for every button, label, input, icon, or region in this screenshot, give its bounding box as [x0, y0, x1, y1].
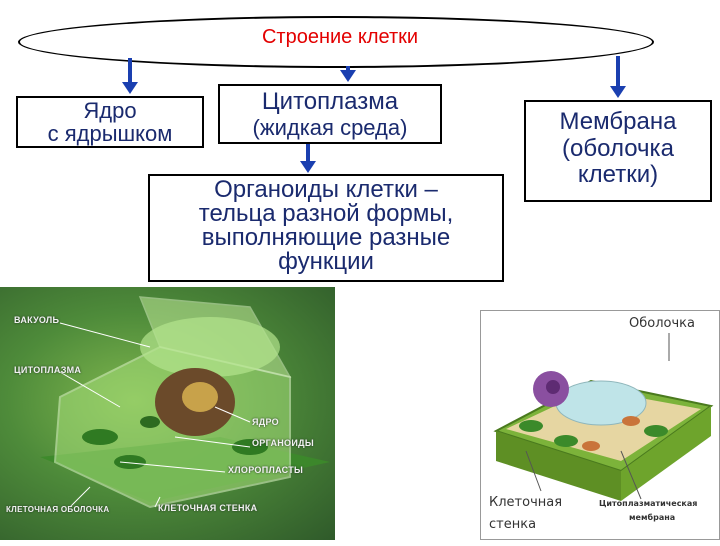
- plant-cell-diagram-image: Оболочка Клеточная стенка Цитоплазматиче…: [480, 310, 720, 540]
- arrow-to-nucleus: [122, 58, 138, 94]
- arrow-to-cytoplasm: [340, 66, 356, 82]
- label-right-cell-wall-2: стенка: [489, 517, 537, 532]
- label-right-cell-wall-1: Клеточная: [489, 495, 563, 510]
- arrow-to-organoids: [300, 143, 316, 173]
- plant-cell-cutaway-illustration: [493, 333, 714, 501]
- nucleus-label-line1: Ядро: [83, 98, 137, 123]
- label-nucleus: ЯДРО: [252, 417, 279, 427]
- arrow-to-membrane: [610, 56, 626, 98]
- label-vacuole: ВАКУОЛЬ: [14, 315, 60, 325]
- organoids-label-line2: тельца разной формы,: [198, 200, 454, 227]
- diagram-title: Строение клетки: [261, 26, 419, 48]
- organoids-label-line4: функции: [278, 248, 374, 275]
- label-cell-membrane: КЛЕТОЧНАЯ ОБОЛОЧКА: [6, 505, 110, 514]
- plant-cell-illustration: [40, 296, 330, 509]
- membrane-box: Мембрана (оболочка клетки): [524, 100, 712, 202]
- label-cyto-membrane-1: Цитоплазматическая: [599, 499, 698, 508]
- membrane-label-line1: Мембрана: [559, 108, 677, 135]
- label-shell: Оболочка: [629, 316, 695, 331]
- title-ellipse: [18, 16, 654, 68]
- organoids-box: Органоиды клетки – тельца разной формы, …: [148, 174, 504, 282]
- nucleus-box: Ядро с ядрышком: [16, 96, 204, 148]
- organoids-label-line3: выполняющие разные: [201, 224, 451, 251]
- label-organoids: ОРГАНОИДЫ: [252, 438, 314, 448]
- organoids-label-line1: Органоиды клетки –: [214, 176, 438, 203]
- membrane-label-line2: (оболочка: [562, 135, 674, 162]
- nucleus-label-line2: с ядрышком: [47, 121, 173, 146]
- label-cell-wall: КЛЕТОЧНАЯ СТЕНКА: [158, 503, 258, 513]
- label-cytoplasm: ЦИТОПЛАЗМА: [14, 365, 82, 375]
- cytoplasm-label-line2: (жидкая среда): [252, 115, 408, 140]
- label-chloroplasts: ХЛОРОПЛАСТЫ: [228, 465, 304, 475]
- label-cyto-membrane-2: мембрана: [629, 513, 676, 522]
- cytoplasm-label-line1: Цитоплазма: [261, 88, 399, 115]
- cytoplasm-box: Цитоплазма (жидкая среда): [218, 84, 442, 144]
- plant-cell-3d-image: ВАКУОЛЬ ЦИТОПЛАЗМА ЯДРО ОРГАНОИДЫ ХЛОРОП…: [0, 287, 335, 540]
- membrane-label-line3: клетки): [577, 161, 659, 188]
